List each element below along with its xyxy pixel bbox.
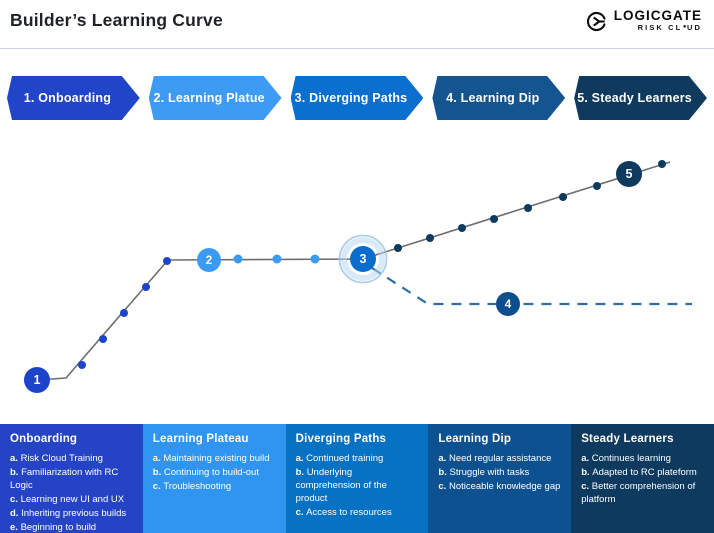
- phase-detail-item: b. Familiarization with RC Logic: [10, 467, 119, 491]
- phase-detail-item: c. Learning new UI and UX: [10, 494, 125, 505]
- curve-node-label: 2: [206, 255, 212, 267]
- curve-dot: [120, 309, 128, 317]
- phase-detail-item: a. Risk Cloud Training: [10, 453, 103, 464]
- curve-dot: [394, 244, 402, 252]
- curve-node-1: [24, 367, 50, 393]
- phase-detail-item: b. Struggle with tasks: [438, 467, 530, 478]
- curve-node-label: 4: [505, 299, 512, 311]
- phase-detail-item: b. Underlying comprehension of the produ…: [295, 467, 387, 504]
- curve-dot: [272, 254, 282, 264]
- curve-dot: [426, 234, 434, 242]
- phase-detail-item: c. Better comprehension of platform: [581, 481, 696, 505]
- phase-banner-4: 4. Learning Dip: [432, 76, 565, 120]
- header: Builder’s Learning Curve LOGICGATE RISK …: [0, 0, 714, 49]
- phase-detail-item: b. Continuing to build-out: [152, 467, 259, 478]
- phase-detail-item: c. Access to resources: [295, 507, 392, 518]
- node-halo-ring: [338, 234, 388, 284]
- phase-banner-3: 3. Diverging Paths: [291, 76, 424, 120]
- logo-dot-icon: ●: [682, 24, 687, 30]
- curve-node-label: 3: [360, 252, 367, 266]
- curve-node-label: 5: [626, 167, 633, 181]
- curve-node-label: 1: [34, 373, 41, 387]
- curve-node-4: [496, 292, 520, 316]
- curve-dot: [310, 254, 320, 264]
- phase-banner-5: 5. Steady Learners: [574, 76, 707, 120]
- phase-panel-title: Onboarding: [10, 433, 78, 445]
- phase-detail-item: c. Troubleshooting: [152, 481, 232, 492]
- phase-panel-3: Diverging Paths a. Continued training b. U…: [285, 424, 429, 533]
- phase-banner-2: 2. Learning Platue: [149, 76, 282, 120]
- curve-dot: [658, 160, 666, 168]
- logo-subtitle-left: RISK CL: [637, 23, 683, 32]
- phase-panel-2: Learning Plateau a. Maintaining existing …: [142, 424, 286, 533]
- phase-panel-1: Onboarding a. Risk Cloud Training b. Famil…: [0, 424, 143, 533]
- curve-dot: [142, 283, 150, 291]
- phase-panel-title: Steady Learners: [581, 433, 674, 445]
- logo-text: LOGICGATE RISK CL●UD: [614, 8, 702, 32]
- phase-panel-title: Learning Plateau: [152, 433, 249, 445]
- curve-dot: [99, 335, 107, 343]
- phase-detail-item: d. Inheriting previous builds: [10, 508, 127, 519]
- curve-node-5: [616, 161, 642, 187]
- phase-detail-item: a. Maintaining existing build: [152, 453, 270, 464]
- phase-detail-item: a. Continued training: [295, 453, 384, 464]
- phase-detail-item: a. Continues learning: [581, 453, 671, 464]
- phase-panel-title: Learning Dip: [438, 433, 512, 445]
- curve-dot: [163, 257, 171, 265]
- logo-wordmark: LOGICGATE: [613, 8, 702, 23]
- phase-panel-title: Diverging Paths: [295, 433, 387, 445]
- phase-detail-item: c. Noticeable knowledge gap: [438, 481, 561, 492]
- curve-node-3: [350, 246, 376, 272]
- curve-dot: [78, 361, 86, 369]
- phase-detail-item: a. Need regular assistance: [438, 453, 552, 464]
- logicgate-mark-icon: [586, 11, 606, 32]
- page-title: Builder’s Learning Curve: [10, 10, 223, 30]
- phase-details-band: Onboarding a. Risk Cloud Training b. Famil…: [0, 424, 714, 533]
- phase-panel-4: Learning Dip a. Need regular assistance b.…: [428, 424, 572, 533]
- logo-subtitle-right: UD: [686, 23, 702, 32]
- curve-node-2: [197, 248, 221, 272]
- node-halo-glow: [341, 237, 385, 281]
- curve-dot: [233, 254, 243, 264]
- curve-dot: [458, 224, 466, 232]
- learning-curve-line: [36, 161, 671, 381]
- curve-dot: [559, 193, 567, 201]
- learning-dip-dashed-line: [371, 267, 692, 306]
- curve-dot: [524, 204, 532, 212]
- phase-panel-5: Steady Learners a. Continues learning b. A…: [571, 424, 714, 533]
- curve-dot: [593, 182, 601, 190]
- logo-subtitle: RISK CL●UD: [638, 23, 702, 32]
- phase-detail-item: e. Beginning to build: [10, 522, 97, 533]
- phase-detail-item: b. Adapted to RC plateform: [581, 467, 697, 478]
- phase-banner-1: 1. Onboarding: [7, 76, 140, 120]
- logicgate-logo: LOGICGATE RISK CL●UD: [585, 8, 702, 33]
- curve-dot: [490, 215, 498, 223]
